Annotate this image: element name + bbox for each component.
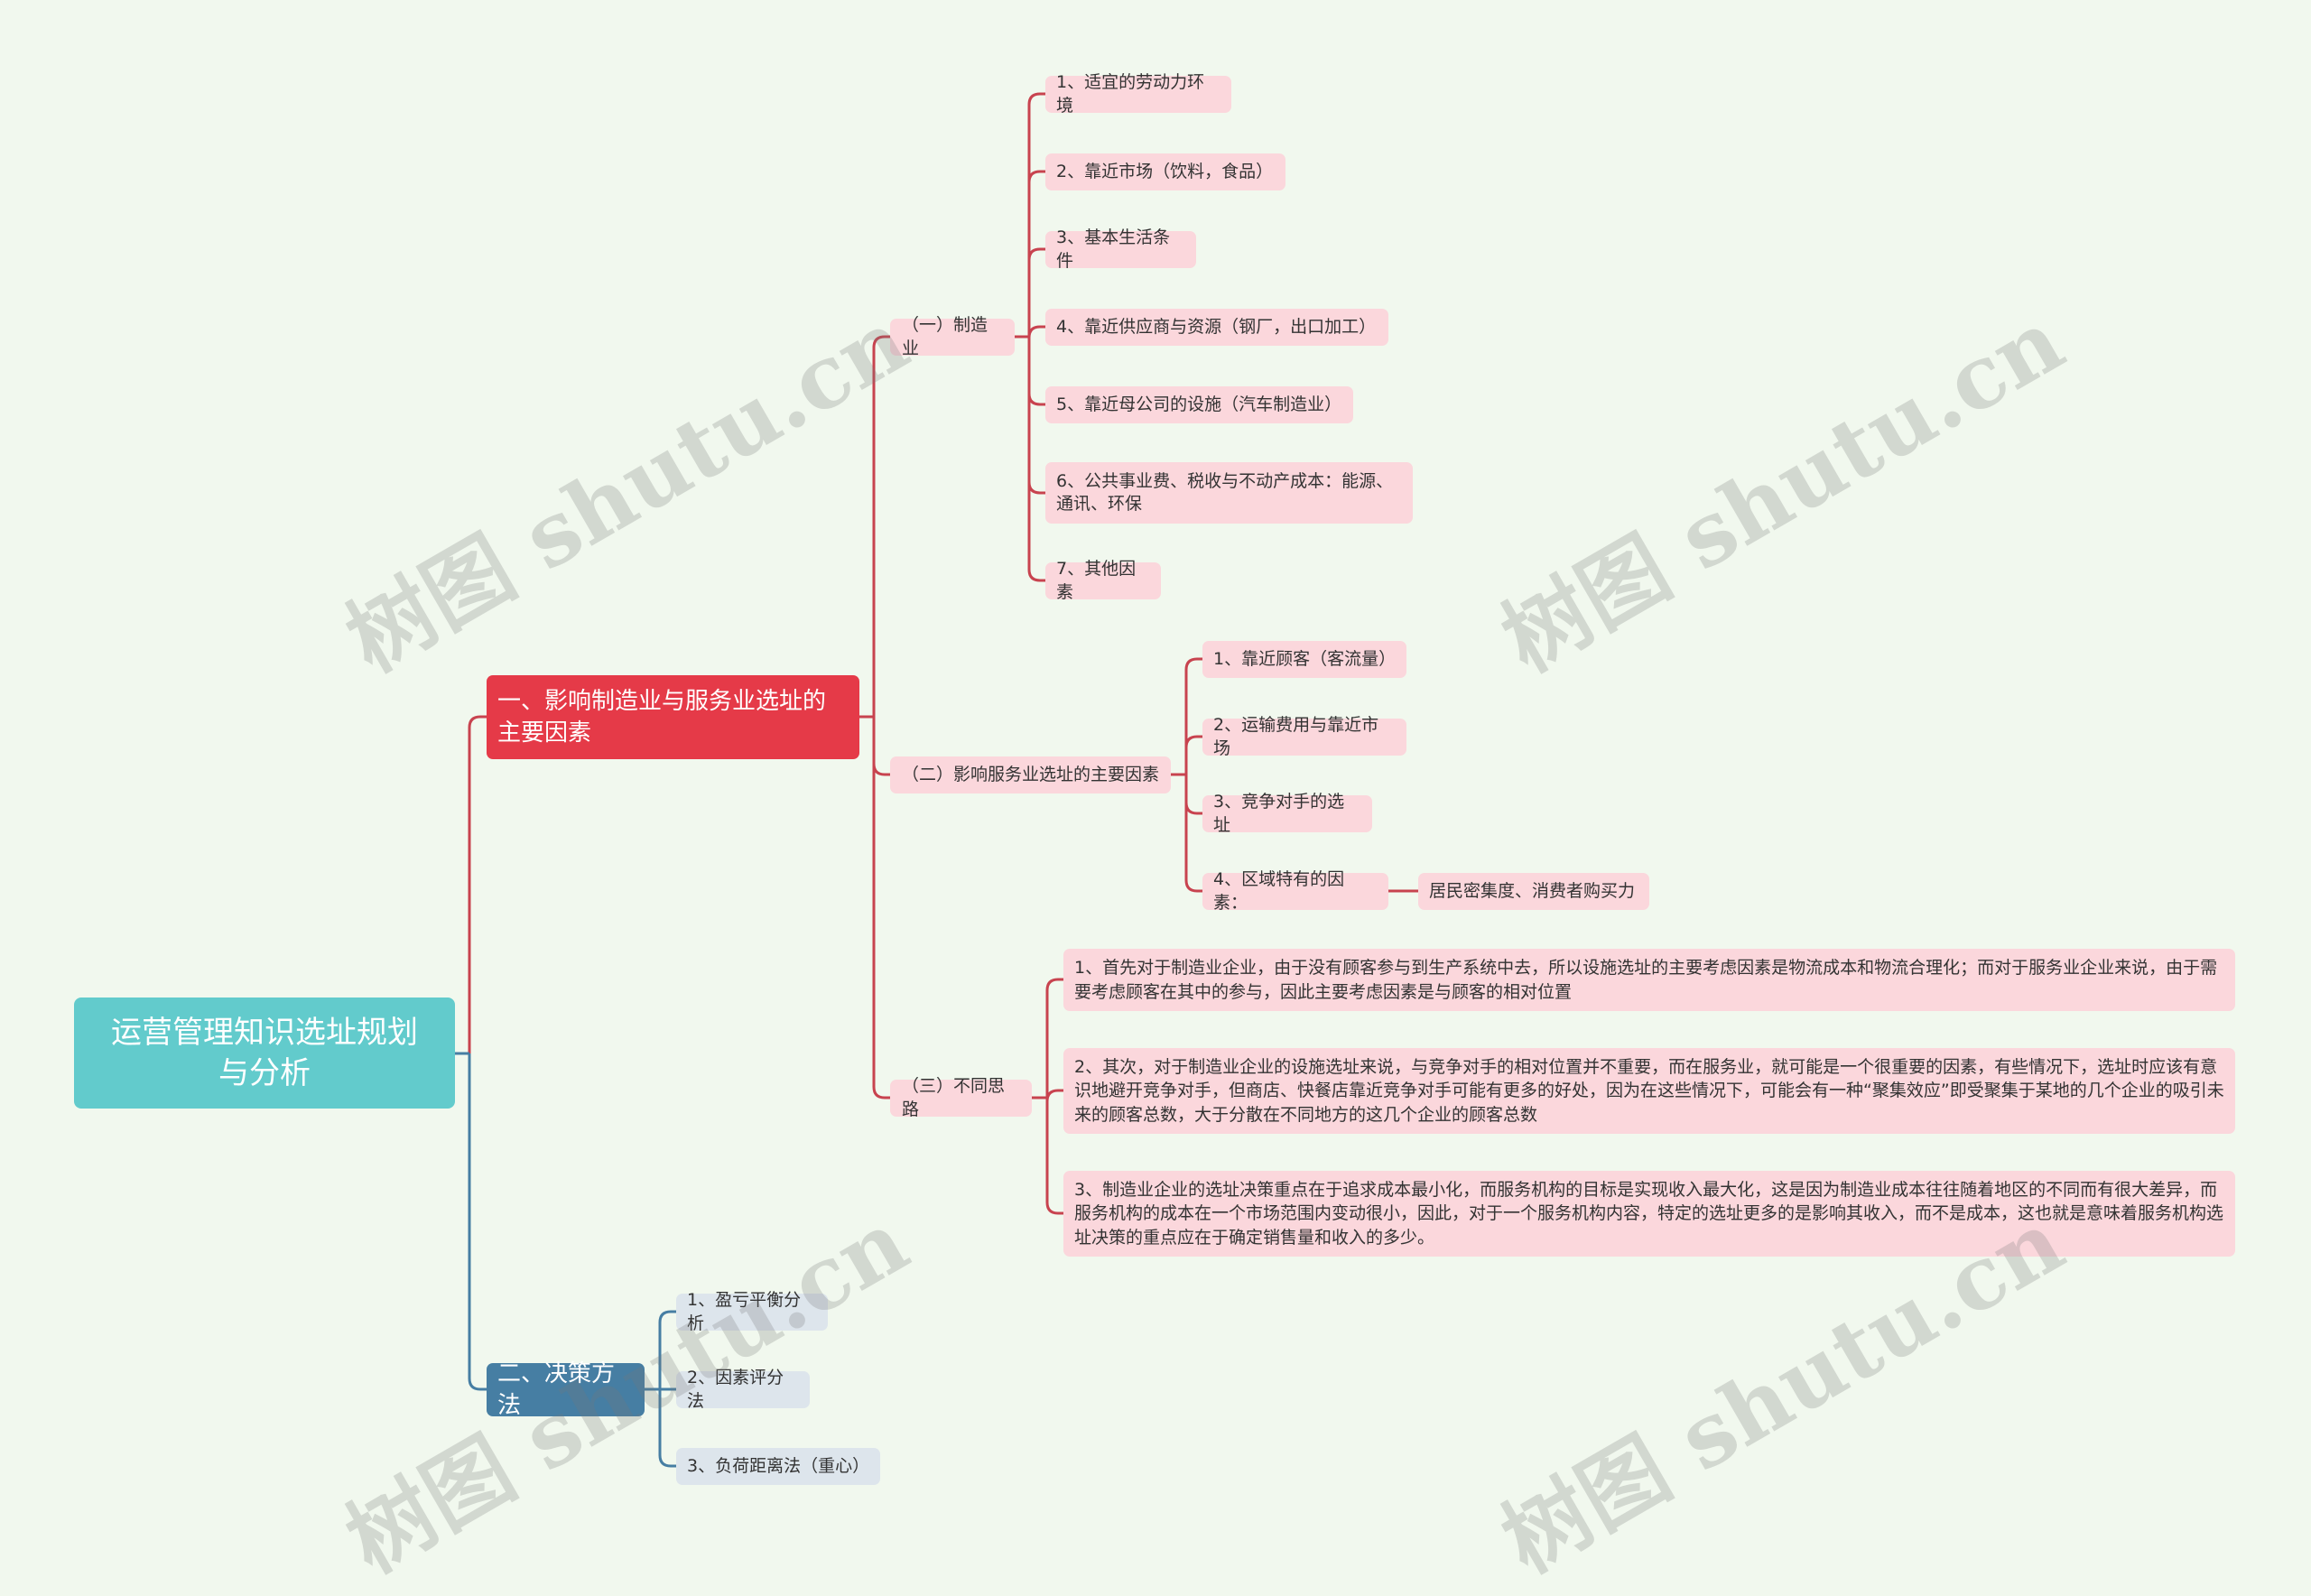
connector-branch1-groups [872, 717, 890, 776]
connector-group2-items [1184, 657, 1202, 775]
connector-group1-items [1027, 170, 1045, 337]
leaf-node[interactable]: 4、区域特有的因素： [1202, 869, 1388, 913]
leaf-node[interactable]: 3、竞争对手的选址 [1202, 792, 1372, 835]
connector-branch2-items [658, 1389, 676, 1468]
leaf-node[interactable]: 2、因素评分法 [676, 1368, 810, 1411]
detail-node[interactable]: 2、其次，对于制造业企业的设施选址来说，与竞争对手的相对位置并不重要，而在服务业… [1063, 1048, 2235, 1134]
connector-group3-details [1045, 978, 1063, 1098]
connector-group1-items [1027, 337, 1045, 406]
branch-label: 一、影响制造业与服务业选址的主要因素 [497, 688, 827, 747]
leaf-node[interactable]: 4、靠近供应商与资源（钢厂，出口加工） [1045, 309, 1388, 346]
connector-group2-items [1184, 775, 1202, 815]
mind-map-canvas: 运营管理知识选址规划与分析 一、影响制造业与服务业选址的主要因素 （一）制造业 … [74, 72, 2235, 1592]
leaf-node[interactable]: 1、盈亏平衡分析 [676, 1290, 828, 1333]
detail-node[interactable]: 1、首先对于制造业企业，由于没有顾客参与到生产系统中去，所以设施选址的主要考虑因… [1063, 949, 2235, 1011]
detail-node[interactable]: 3、制造业企业的选址决策重点在于追求成本最小化，而服务机构的目标是实现收入最大化… [1063, 1171, 2235, 1257]
leaf-node[interactable]: 1、适宜的劳动力环境 [1045, 72, 1231, 116]
branch-node-factors[interactable]: 一、影响制造业与服务业选址的主要因素 [487, 675, 859, 759]
connector-group1-items [1027, 247, 1045, 337]
leaf-node[interactable]: 3、负荷距离法（重心） [676, 1448, 880, 1485]
leaf-node[interactable]: 2、运输费用与靠近市场 [1202, 715, 1406, 758]
connector-group1-items [1027, 325, 1045, 339]
connector-group1-items [1027, 337, 1045, 582]
branch-label: 二、决策方法 [497, 1360, 616, 1419]
branch-node-decision-methods[interactable]: 二、决策方法 [487, 1360, 645, 1419]
root-node[interactable]: 运营管理知识选址规划与分析 [74, 998, 455, 1109]
connector-branch1-groups [872, 335, 890, 717]
leaf-node[interactable]: 6、公共事业费、税收与不动产成本：能源、通讯、环保 [1045, 462, 1413, 524]
connector-group3-details [1045, 1089, 1063, 1102]
leaf-node[interactable]: 7、其他因素 [1045, 559, 1161, 602]
connector-group2-items [1184, 775, 1202, 893]
root-label: 运营管理知识选址规划与分析 [111, 1015, 418, 1091]
connector-branch1-groups [872, 717, 890, 1100]
leaf-node-regional-detail[interactable]: 居民密集度、消费者购买力 [1418, 873, 1649, 910]
group-node-manufacturing[interactable]: （一）制造业 [890, 315, 1015, 358]
connector-group1-items [1027, 92, 1045, 337]
connector-group1-items [1027, 337, 1045, 495]
connector-group3-details [1045, 1098, 1063, 1215]
leaf-node[interactable]: 1、靠近顾客（客流量） [1202, 641, 1406, 678]
connector-root-branch2 [468, 1053, 487, 1391]
group-node-service[interactable]: （二）影响服务业选址的主要因素 [890, 756, 1171, 793]
leaf-node[interactable]: 5、靠近母公司的设施（汽车制造业） [1045, 386, 1353, 423]
connector-lines [455, 92, 1418, 1468]
group-node-different-thinking[interactable]: （三）不同思路 [890, 1076, 1032, 1119]
leaf-node[interactable]: 2、靠近市场（饮料，食品） [1045, 153, 1285, 190]
connector-group2-items [1184, 735, 1202, 775]
connector-branch2-items [658, 1310, 676, 1389]
leaf-node[interactable]: 3、基本生活条件 [1045, 227, 1196, 271]
connector-root-branch1 [468, 715, 487, 1053]
